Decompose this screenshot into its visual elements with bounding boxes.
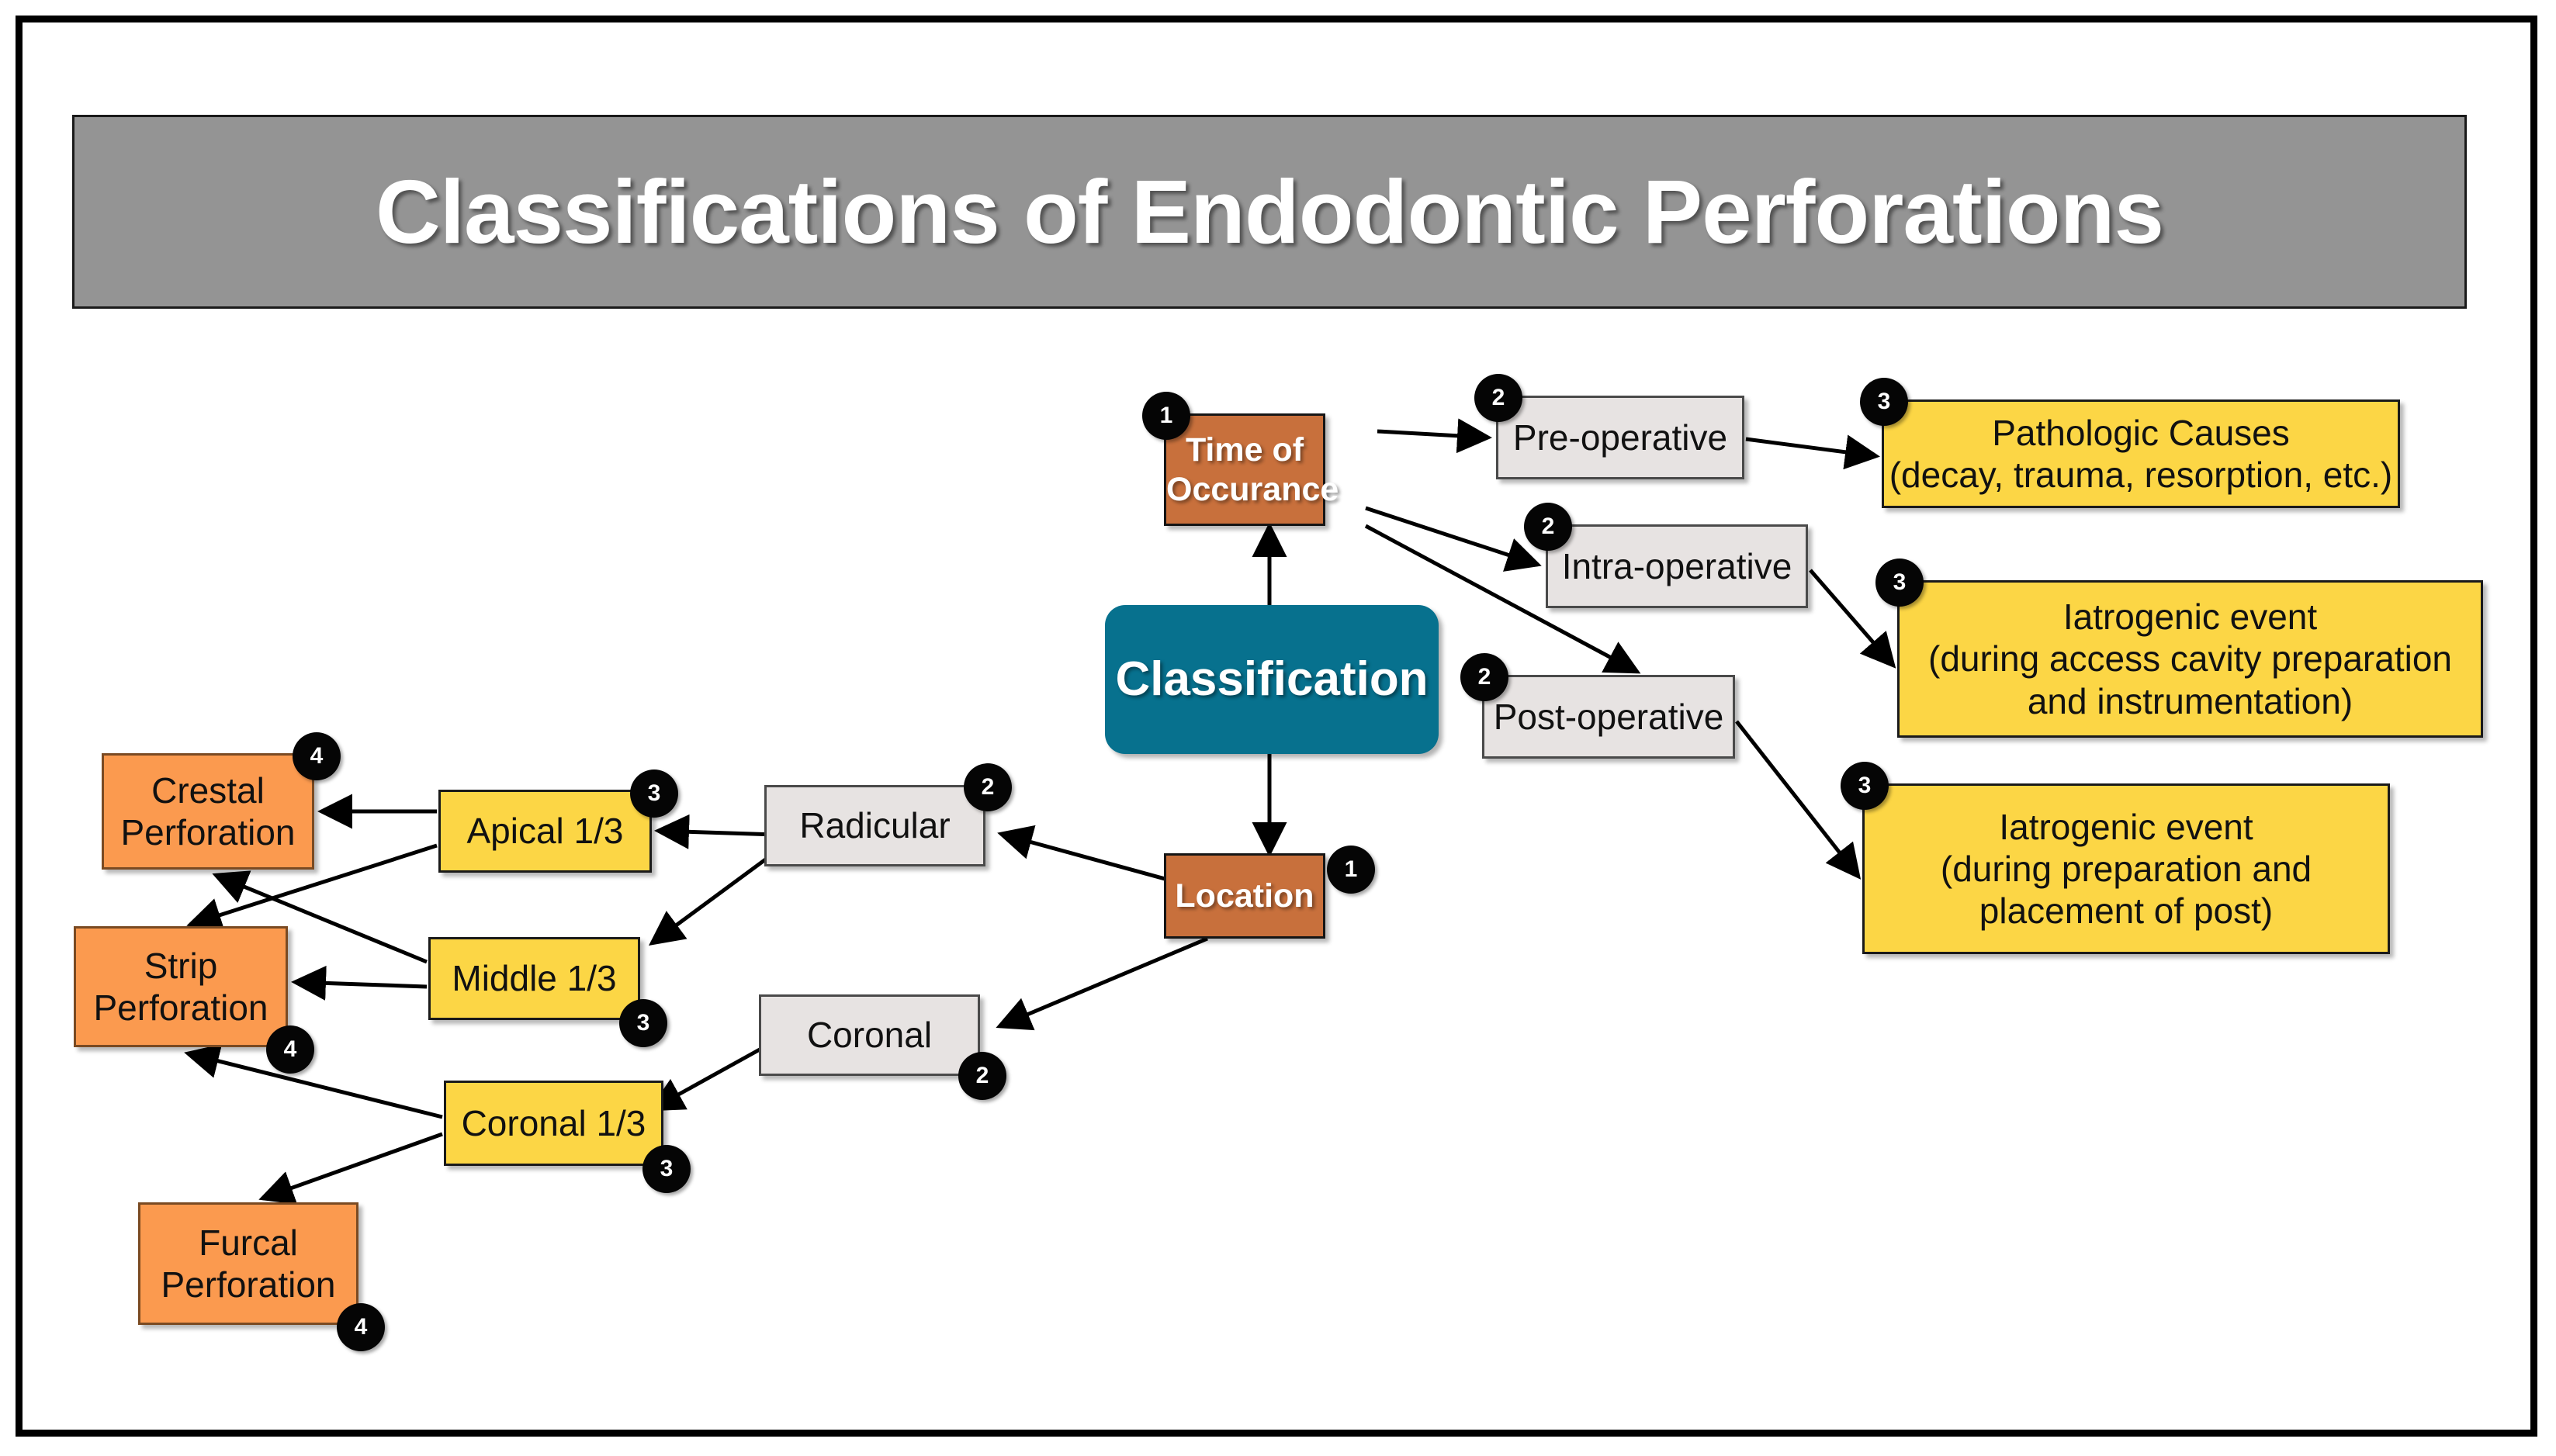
node-middle-third-label: Middle 1/3 bbox=[452, 958, 617, 999]
node-classification[interactable]: Classification bbox=[1105, 605, 1439, 754]
node-iatrogenic-post[interactable]: Iatrogenic event (during preparation and… bbox=[1862, 783, 2390, 954]
edge-apical-to-strip bbox=[186, 843, 438, 932]
node-post-operative[interactable]: Post-operative bbox=[1482, 675, 1735, 759]
edge-coronal-third-to-furcal bbox=[258, 1132, 443, 1205]
node-furcal-perforation-label-line2: Perforation bbox=[161, 1264, 336, 1305]
node-time-of-occurance-label-line2: Occurance bbox=[1166, 470, 1339, 508]
node-pathologic-causes[interactable]: Pathologic Causes (decay, trauma, resorp… bbox=[1882, 399, 2400, 508]
edge-time-to-intra bbox=[1365, 506, 1542, 572]
badge-apical-third: 3 bbox=[630, 770, 678, 818]
badge-iatrogenic-post: 3 bbox=[1841, 762, 1889, 810]
node-iatrogenic-access-label-line2: (during access cavity preparation bbox=[1928, 638, 2452, 680]
badge-intra-operative: 2 bbox=[1524, 503, 1572, 551]
badge-strip-perforation: 4 bbox=[266, 1025, 314, 1074]
node-crestal-perforation[interactable]: Crestal Perforation bbox=[102, 753, 314, 870]
node-iatrogenic-access-label-line1: Iatrogenic event bbox=[2062, 597, 2318, 638]
badge-coronal: 2 bbox=[958, 1052, 1006, 1100]
node-time-of-occurance[interactable]: Time of Occurance bbox=[1164, 413, 1339, 526]
badge-post-operative: 2 bbox=[1460, 653, 1508, 701]
node-location[interactable]: Location bbox=[1164, 853, 1325, 939]
edge-radicular-to-middle bbox=[648, 849, 778, 946]
badge-middle-third: 3 bbox=[619, 999, 667, 1047]
node-crestal-perforation-label-line2: Perforation bbox=[120, 812, 296, 853]
node-iatrogenic-post-label-line1: Iatrogenic event bbox=[1999, 806, 2253, 847]
edge-location-to-coronal bbox=[996, 936, 1208, 1031]
node-iatrogenic-access[interactable]: Iatrogenic event (during access cavity p… bbox=[1897, 580, 2483, 738]
badge-furcal-perforation: 4 bbox=[337, 1303, 385, 1351]
node-iatrogenic-post-label-line3: placement of post) bbox=[1979, 891, 2274, 932]
edge-post-to-iatrogenic-post bbox=[1735, 720, 1862, 880]
edge-time-to-pre bbox=[1377, 418, 1492, 454]
node-post-operative-label: Post-operative bbox=[1493, 696, 1724, 737]
node-strip-perforation-label-line2: Perforation bbox=[93, 987, 268, 1028]
edge-coronal-to-coronal-third bbox=[648, 1043, 768, 1112]
node-radicular-label: Radicular bbox=[799, 805, 951, 846]
badge-pre-operative: 2 bbox=[1474, 374, 1522, 422]
node-coronal-label: Coronal bbox=[806, 1015, 933, 1056]
node-intra-operative-label: Intra-operative bbox=[1561, 545, 1792, 586]
node-radicular[interactable]: Radicular bbox=[764, 785, 985, 866]
node-furcal-perforation-label-line1: Furcal bbox=[199, 1222, 298, 1263]
badge-pathologic-causes: 3 bbox=[1860, 378, 1908, 426]
node-coronal-third-label: Coronal 1/3 bbox=[461, 1102, 646, 1143]
node-iatrogenic-post-label-line2: (during preparation and bbox=[1940, 848, 2312, 889]
edge-middle-to-strip bbox=[291, 965, 428, 1001]
badge-iatrogenic-access: 3 bbox=[1875, 559, 1924, 607]
edge-middle-to-crestal bbox=[212, 870, 428, 964]
node-pre-operative-label: Pre-operative bbox=[1512, 417, 1728, 458]
title-banner: Classifications of Endodontic Perforatio… bbox=[72, 115, 2467, 309]
page-title: Classifications of Endodontic Perforatio… bbox=[375, 161, 2164, 262]
node-apical-third[interactable]: Apical 1/3 bbox=[438, 790, 652, 873]
node-furcal-perforation[interactable]: Furcal Perforation bbox=[138, 1202, 358, 1325]
edge-radicular-to-apical bbox=[654, 814, 777, 849]
node-pathologic-causes-label-line2: (decay, trauma, resorption, etc.) bbox=[1889, 455, 2393, 495]
node-time-of-occurance-label-line1: Time of bbox=[1185, 431, 1304, 469]
badge-location: 1 bbox=[1327, 846, 1375, 894]
node-coronal-third[interactable]: Coronal 1/3 bbox=[444, 1081, 663, 1166]
node-location-label: Location bbox=[1175, 877, 1314, 915]
node-coronal[interactable]: Coronal bbox=[759, 994, 980, 1076]
node-middle-third[interactable]: Middle 1/3 bbox=[428, 937, 640, 1020]
badge-crestal-perforation: 4 bbox=[293, 732, 341, 780]
edge-coronal-third-to-strip bbox=[184, 1043, 443, 1119]
edge-time-to-post bbox=[1364, 524, 1641, 674]
node-strip-perforation-label-line1: Strip bbox=[144, 945, 218, 986]
badge-coronal-third: 3 bbox=[642, 1145, 691, 1193]
node-apical-third-label: Apical 1/3 bbox=[466, 811, 624, 852]
node-classification-label: Classification bbox=[1115, 652, 1429, 707]
badge-time-of-occurance: 1 bbox=[1142, 392, 1190, 440]
node-pathologic-causes-label-line1: Pathologic Causes bbox=[1992, 412, 2290, 453]
node-crestal-perforation-label-line1: Crestal bbox=[151, 770, 265, 811]
badge-radicular: 2 bbox=[964, 763, 1012, 811]
node-pre-operative[interactable]: Pre-operative bbox=[1496, 396, 1744, 479]
edge-pre-to-pathologic bbox=[1745, 434, 1880, 470]
node-intra-operative[interactable]: Intra-operative bbox=[1546, 524, 1808, 608]
edge-intra-to-iatrogenic-access bbox=[1809, 569, 1896, 669]
node-strip-perforation[interactable]: Strip Perforation bbox=[74, 926, 288, 1047]
node-iatrogenic-access-label-line3: and instrumentation) bbox=[2027, 680, 2353, 721]
